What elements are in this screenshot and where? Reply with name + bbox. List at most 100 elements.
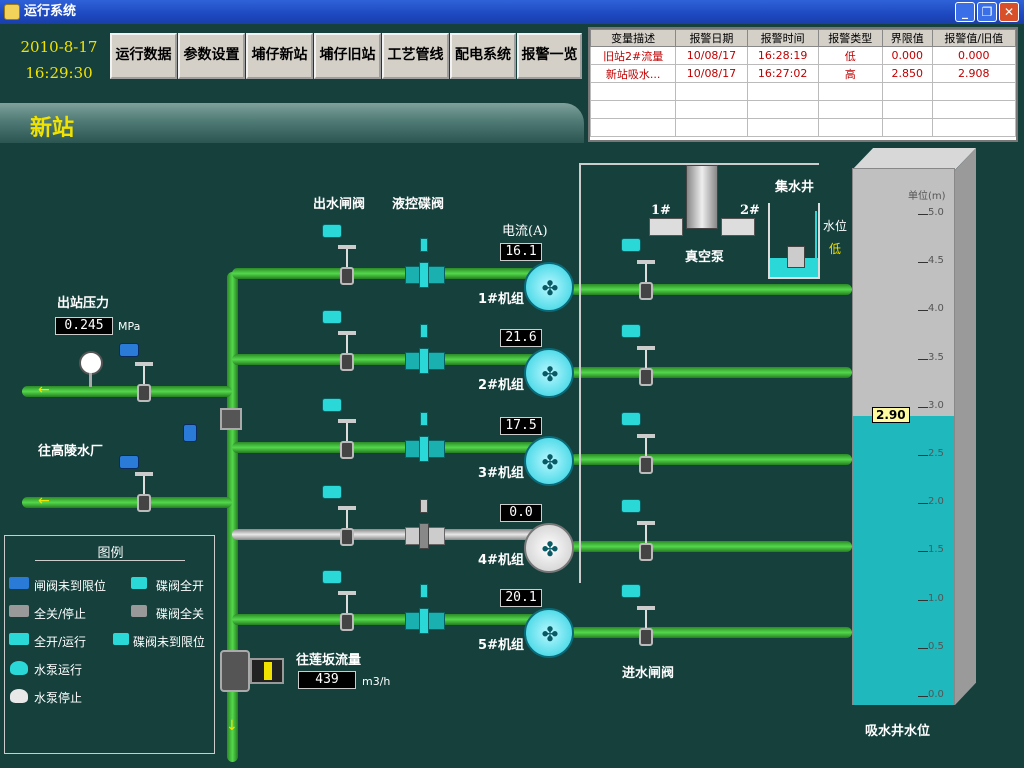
close-button[interactable]: ✕ [999,2,1019,22]
outlet-gate-valve-4[interactable] [338,506,356,552]
scale-unit: 单位(m) [908,191,946,202]
fan-running-icon: ✤ [541,362,559,386]
scale-tick [918,262,928,264]
suction-pipe-5 [570,627,852,638]
pump-4[interactable]: ✤ [524,523,574,573]
alarm-cell [675,82,748,101]
pump-2[interactable]: ✤ [524,348,574,398]
minimize-button[interactable]: _ [955,2,975,22]
pressure-gauge-icon [79,351,103,375]
alarm-cell: 16:27:02 [746,64,819,83]
outlet-gate-valve-1[interactable] [338,245,356,291]
nav-button-alarms[interactable]: 报警一览 [517,33,582,79]
alarm-cell [675,100,748,119]
discharge-pipe-1 [232,268,552,279]
nav-button-run-data[interactable]: 运行数据 [110,33,177,79]
outlet-gate-valve-5[interactable] [338,591,356,637]
pressure-unit: MPa [118,320,141,333]
outlet-gate-valve-lower[interactable] [135,472,153,518]
actuator-icon [322,224,342,238]
label-vp1: 1# [651,203,671,218]
alarm-cell [931,118,1016,137]
inlet-gate-valve-5[interactable] [637,606,655,652]
alarm-cell [590,118,677,137]
alarm-row[interactable] [590,100,1016,119]
butterfly-valve-3[interactable] [405,412,445,462]
inlet-gate-valve-3[interactable] [637,434,655,480]
butterfly-valve-1[interactable] [405,238,445,288]
alarm-row[interactable] [590,82,1016,101]
scale-label: 1.5 [928,544,944,556]
app-icon [4,4,20,20]
fan-running-icon: ✤ [541,450,559,474]
label-to-lianban: 往莲坂流量 [296,653,362,668]
scale-label: 3.0 [928,399,944,411]
outlet-pipe-upper [22,386,232,397]
pump-5[interactable]: ✤ [524,608,574,658]
flow-arrow-left-icon: ← [38,382,50,398]
vacuum-line-vertical [579,163,581,583]
pump-1[interactable]: ✤ [524,262,574,312]
nav-button-settings[interactable]: 参数设置 [178,33,245,79]
pump-3[interactable]: ✤ [524,436,574,486]
legend-item: 碟阀全关 [156,607,205,621]
station-banner [0,103,584,143]
butterfly-valve-4[interactable] [405,499,445,549]
scale-label: 2.5 [928,448,944,459]
alarm-header-cell: 变量描述 [590,29,677,47]
legend-open-icon [9,633,29,645]
alarm-header-cell: 报警类型 [817,29,883,47]
actuator-icon [183,424,197,442]
alarm-cell: 低 [817,46,883,65]
window-title: 运行系统 [24,4,77,19]
scale-label: 4.5 [928,255,944,267]
legend-title: 图例 [97,546,124,561]
flow-meter-indicator [264,662,272,680]
outlet-gate-valve-2[interactable] [338,331,356,377]
actuator-icon [621,412,641,426]
vacuum-pump-1[interactable] [649,218,683,236]
outlet-gate-valve-upper[interactable] [135,362,153,408]
scale-label: 0.5 [928,640,944,652]
inlet-gate-valve-1[interactable] [637,260,655,306]
nav-button-new-station[interactable]: 埔仔新站 [246,33,313,79]
vacuum-tank [686,165,718,229]
alarm-cell [746,118,819,137]
scale-tick [918,696,928,697]
flow-arrow-left-icon: ← [38,493,50,509]
flow-arrow-down-icon: ↓ [226,718,238,734]
restore-button[interactable]: ❐ [977,2,997,22]
legend-butterfly-partial-icon [113,633,129,645]
alarm-cell [817,82,883,101]
suction-pipe-3 [570,454,852,465]
butterfly-valve-5[interactable] [405,584,445,634]
alarm-header-cell: 报警时间 [746,29,819,47]
alarm-cell [746,82,819,101]
inlet-gate-valve-4[interactable] [637,521,655,567]
actuator-icon [322,485,342,499]
outlet-pipe-lower [22,497,232,508]
scale-label: 5.0 [928,207,944,218]
vacuum-line-top [579,163,819,165]
butterfly-valve-2[interactable] [405,324,445,374]
unit-name: 5#机组 [478,638,524,653]
nav-button-old-station[interactable]: 埔仔旧站 [314,33,381,79]
discharge-pipe-5 [232,614,552,625]
outlet-gate-valve-3[interactable] [338,419,356,465]
scale-tick [918,214,928,215]
vacuum-pump-2[interactable] [721,218,755,236]
alarm-row[interactable] [590,118,1016,137]
inlet-gate-valve-2[interactable] [637,346,655,392]
nav-button-pipeline[interactable]: 工艺管线 [382,33,449,79]
nav-button-power[interactable]: 配电系统 [450,33,516,79]
fan-running-icon: ✤ [541,622,559,646]
actuator-icon [621,499,641,513]
header-junction-valve[interactable] [220,408,242,430]
pressure-value: 0.245 [55,317,113,335]
suction-pipe-1 [570,284,852,295]
alarm-cell: 0.000 [881,46,933,65]
label-water-level: 水位 [823,219,848,233]
